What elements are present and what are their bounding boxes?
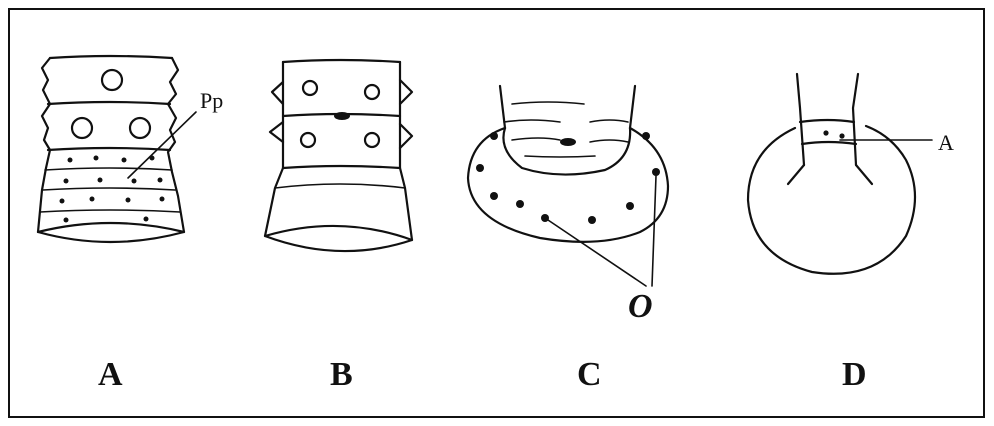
- panel-d-drawing: [748, 74, 932, 274]
- callout-pp-label: Pp: [200, 88, 223, 114]
- panel-label-d: D: [842, 356, 867, 394]
- panel-label-a: A: [98, 356, 123, 394]
- panel-b-drawing: [265, 60, 412, 251]
- callout-a-label: A: [938, 130, 954, 156]
- panel-label-b: B: [330, 356, 353, 394]
- panel-label-c: C: [577, 356, 602, 394]
- callout-o-label: O: [628, 288, 653, 326]
- figure-border: [9, 9, 984, 417]
- panel-a-drawing: [38, 56, 196, 242]
- panel-c-drawing: [468, 86, 668, 286]
